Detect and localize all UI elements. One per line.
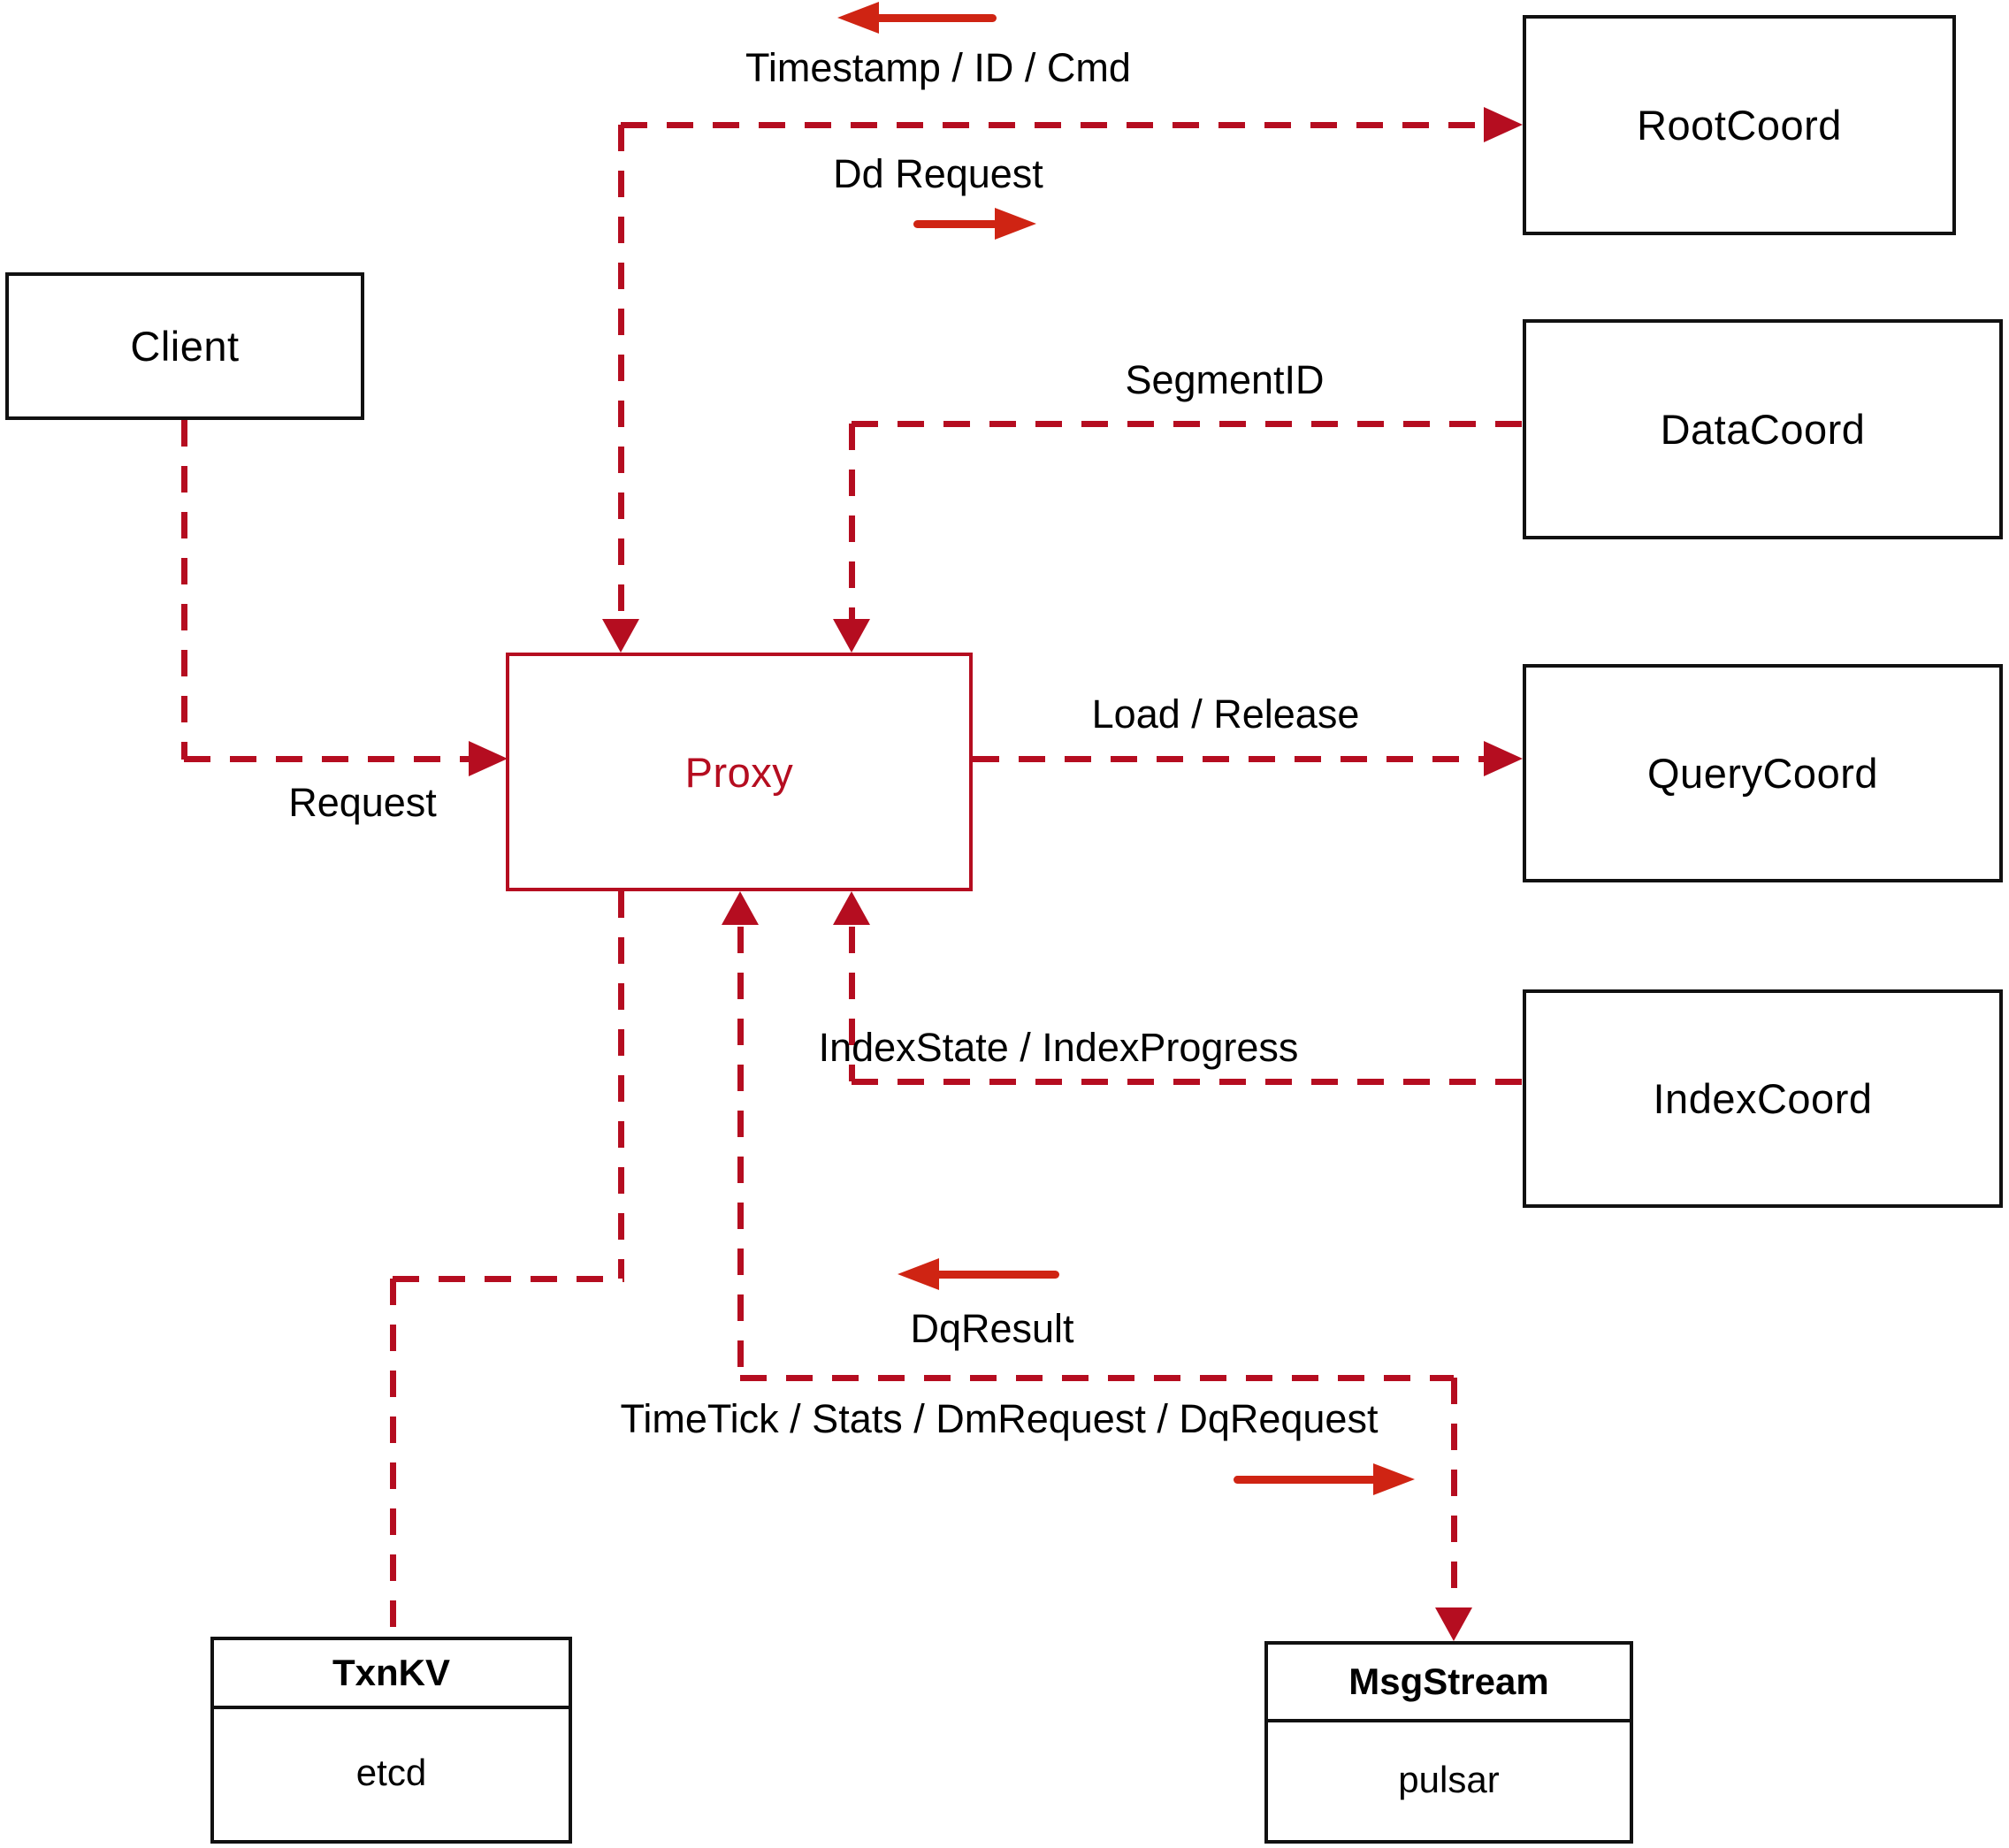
- arrowhead-into-proxy-bottom-right: [833, 891, 870, 925]
- node-querycoord-label: QueryCoord: [1647, 750, 1878, 797]
- node-txnkv: TxnKV etcd: [210, 1637, 572, 1844]
- node-msgstream: MsgStream pulsar: [1264, 1641, 1633, 1844]
- edge-client-proxy-horizontal: [184, 756, 472, 762]
- node-indexcoord: IndexCoord: [1523, 989, 2003, 1208]
- arrowhead-into-proxy-top-left: [602, 619, 639, 653]
- arrowhead-into-proxy-left: [469, 741, 508, 776]
- arrowhead-into-querycoord: [1484, 741, 1523, 776]
- edge-datacoord-proxy-vertical: [849, 424, 855, 621]
- edge-datacoord-proxy-horizontal: [852, 421, 1523, 427]
- node-msgstream-title: MsgStream: [1268, 1645, 1630, 1722]
- node-client-label: Client: [130, 323, 240, 370]
- edge-proxy-txnkv-horizontal: [393, 1276, 624, 1282]
- edge-proxy-msgstream-vertical-lower: [1451, 1378, 1457, 1606]
- edge-label-request: Request: [288, 780, 437, 825]
- edge-proxy-txnkv-vertical-lower: [390, 1279, 396, 1637]
- node-client: Client: [5, 272, 364, 420]
- edge-label-timestamp-id-cmd: Timestamp / ID / Cmd: [745, 45, 1131, 90]
- timestamp-direction-arrow-shaft: [874, 14, 997, 22]
- node-proxy: Proxy: [506, 653, 973, 891]
- arrowhead-into-msgstream: [1435, 1607, 1472, 1641]
- node-querycoord: QueryCoord: [1523, 664, 2003, 882]
- edge-indexcoord-proxy-vertical: [849, 927, 855, 1081]
- edge-proxy-querycoord: [973, 756, 1486, 762]
- node-rootcoord: RootCoord: [1523, 15, 1956, 235]
- edge-client-proxy-vertical: [181, 420, 187, 760]
- edge-label-load-release: Load / Release: [1091, 691, 1360, 737]
- timestamp-direction-arrow-left-icon: [837, 2, 879, 34]
- edge-proxy-msgstream-horizontal: [740, 1375, 1454, 1381]
- arrowhead-into-proxy-bottom-left: [722, 891, 759, 925]
- edge-proxy-rootcoord-vertical: [618, 125, 624, 621]
- edge-label-timetick-stats: TimeTick / Stats / DmRequest / DqRequest: [620, 1396, 1379, 1441]
- edge-proxy-rootcoord-horizontal: [621, 122, 1486, 128]
- dq-result-direction-arrow-shaft: [934, 1271, 1059, 1279]
- edge-proxy-txnkv-vertical-upper: [618, 891, 624, 1279]
- edge-label-index-state-progress: IndexState / IndexProgress: [818, 1025, 1299, 1070]
- node-datacoord-label: DataCoord: [1660, 406, 1866, 453]
- node-datacoord: DataCoord: [1523, 319, 2003, 539]
- dq-result-direction-arrow-left-icon: [898, 1258, 939, 1290]
- node-proxy-label: Proxy: [684, 748, 794, 796]
- edge-proxy-msgstream-vertical-upper: [737, 927, 744, 1378]
- dd-request-direction-arrow-right-icon: [995, 208, 1036, 240]
- edge-label-dd-request: Dd Request: [833, 151, 1043, 196]
- node-txnkv-title: TxnKV: [214, 1640, 569, 1709]
- node-txnkv-impl: etcd: [355, 1752, 427, 1793]
- node-msgstream-impl: pulsar: [1398, 1758, 1500, 1800]
- edge-indexcoord-proxy-horizontal: [852, 1079, 1523, 1085]
- edge-label-dq-result: DqResult: [910, 1306, 1074, 1351]
- node-rootcoord-label: RootCoord: [1637, 102, 1842, 149]
- edge-label-segment-id: SegmentID: [1125, 357, 1325, 402]
- arrowhead-into-rootcoord: [1484, 107, 1523, 142]
- node-indexcoord-label: IndexCoord: [1653, 1075, 1873, 1122]
- dd-request-direction-arrow-shaft: [913, 220, 998, 228]
- timetick-direction-arrow-right-icon: [1373, 1463, 1415, 1495]
- arrowhead-into-proxy-top-right: [833, 619, 870, 653]
- timetick-direction-arrow-shaft: [1234, 1476, 1377, 1484]
